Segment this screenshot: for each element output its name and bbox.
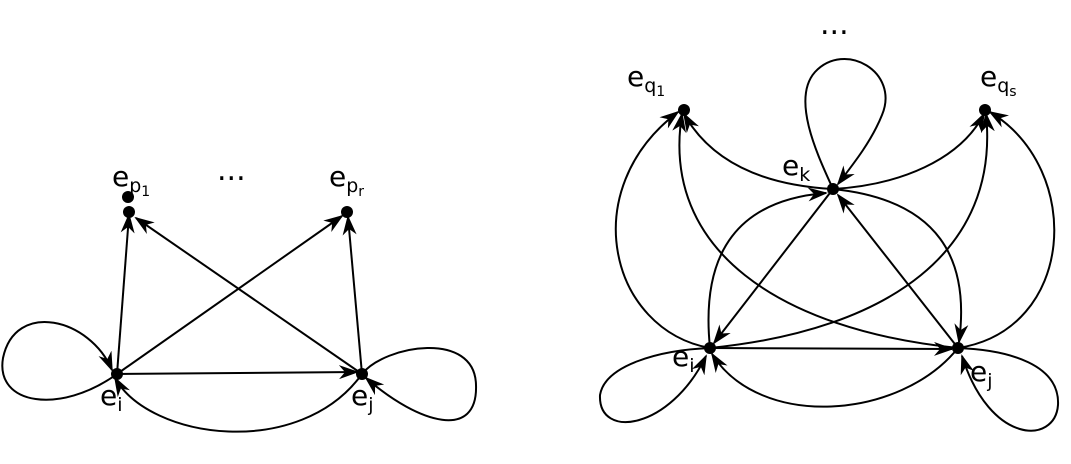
node-eqs: [979, 104, 991, 116]
right-nodes: [678, 104, 991, 354]
node-ek: [827, 183, 839, 195]
label-ep1: ep1: [112, 160, 150, 200]
edge-ei-to-ep1: [116, 213, 135, 375]
self-loop-ej-right: [957, 347, 1060, 432]
self-loop-ei-right: [598, 347, 711, 424]
edge-ej-to-ep1: [134, 216, 363, 375]
left-labels: ep1 epr ei ej ...: [100, 153, 374, 416]
edge-ek-to-eq1: [683, 112, 834, 190]
edge-ei-to-epr: [116, 214, 344, 375]
self-loop-ek: [804, 58, 887, 190]
right-labels: eq1 eqs ek ei ej ...: [627, 7, 1017, 392]
node-ei-right: [704, 342, 716, 354]
label-ek: ek: [782, 149, 810, 186]
edge-ek-to-ei: [712, 188, 834, 345]
edge-ej-to-ei-arc: [710, 347, 959, 408]
node-ej-right: [952, 342, 964, 354]
label-ei-left: ei: [100, 379, 123, 416]
edge-ei-to-eqs: [709, 112, 995, 349]
node-ep1-top: [122, 191, 134, 203]
node-ep1: [123, 206, 135, 218]
edge-ej-to-ei: [114, 373, 363, 433]
node-epr: [341, 206, 353, 218]
edge-ek-to-ej-arc: [832, 188, 969, 344]
ellipsis-left: ...: [217, 153, 246, 188]
edge-ej-to-epr: [342, 215, 363, 375]
edge-ej-to-ek: [836, 193, 959, 349]
label-ej-right: ej: [970, 355, 993, 392]
edge-ei-to-ej: [116, 365, 359, 380]
edge-ek-to-eqs: [832, 112, 985, 190]
right-graph: [598, 58, 1060, 432]
node-ej: [356, 368, 368, 380]
label-eq1: eq1: [627, 60, 665, 100]
label-ei-right: ei: [672, 340, 695, 377]
ellipsis-right: ...: [820, 7, 849, 42]
edge-ei-to-eq1: [614, 110, 711, 349]
edge-ei-to-ek-arc: [707, 187, 828, 349]
self-loop-ej: [361, 347, 478, 422]
node-eq1: [678, 104, 690, 116]
label-ej-left: ej: [351, 379, 374, 416]
label-epr: epr: [329, 160, 364, 200]
node-ei: [111, 368, 123, 380]
edge-ei-to-ej: [709, 341, 954, 356]
left-nodes: [111, 191, 368, 380]
edge-ej-to-eqs: [957, 110, 1056, 349]
left-graph: [1, 213, 478, 433]
edge-ej-to-eq1: [672, 112, 959, 349]
self-loop-ei: [1, 321, 118, 401]
label-eqs: eqs: [980, 60, 1017, 100]
